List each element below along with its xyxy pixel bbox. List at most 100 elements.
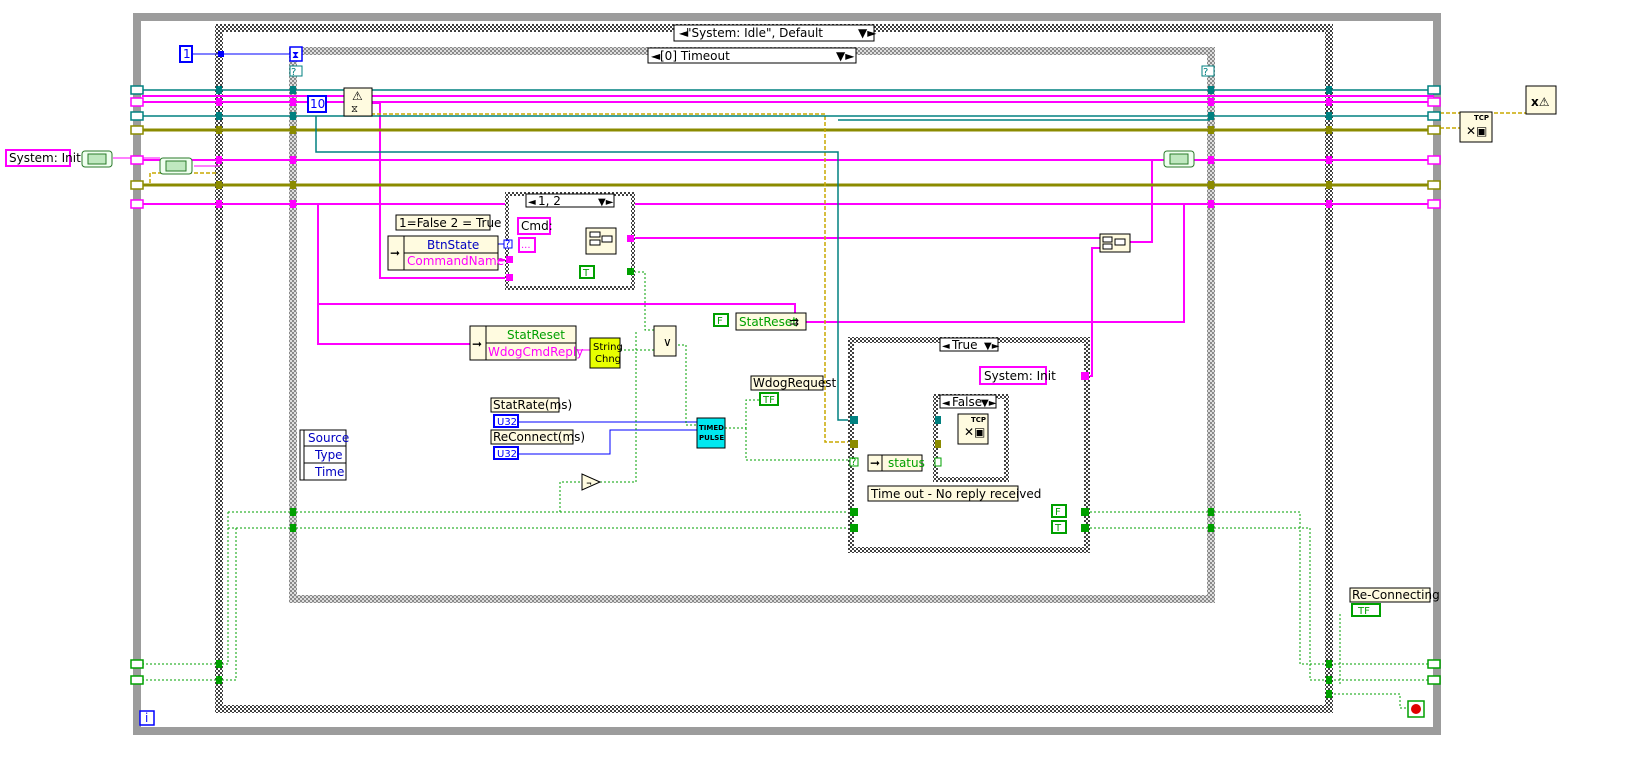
svg-text:T: T	[582, 268, 590, 279]
statreset-false-constant[interactable]: F	[713, 313, 729, 327]
svg-text:status: status	[888, 456, 925, 470]
svg-text:x⚠: x⚠	[1531, 95, 1550, 109]
svg-text:PULSE: PULSE	[699, 434, 724, 442]
build-array-icon-right[interactable]	[1163, 150, 1195, 168]
string-changed-node[interactable]: String Chng	[589, 337, 623, 369]
wait-error-node[interactable]: ⚠ ⧖	[343, 87, 373, 117]
system-init-constant-right[interactable]: System: Init	[979, 366, 1056, 385]
boolean-wires	[140, 271, 1434, 709]
concatenate-strings-icon-right[interactable]	[1099, 233, 1131, 253]
svg-text:BtnState: BtnState	[427, 238, 479, 252]
state-note-label: 1=False 2 = True	[395, 214, 501, 231]
array-subset-icon[interactable]	[159, 157, 193, 175]
svg-text:✕▣: ✕▣	[964, 425, 985, 439]
build-array-icon[interactable]	[81, 150, 113, 168]
not-gate-icon[interactable]: ¬	[581, 473, 602, 491]
reconnecting-indicator[interactable]: Re-Connecting TF	[1349, 587, 1440, 617]
event-data-node: Source Type Time	[299, 429, 349, 481]
svg-text:T: T	[1054, 523, 1062, 534]
event-case-selector-label: [0] Timeout	[660, 49, 730, 63]
hourglass-icon: ⧖	[351, 104, 358, 115]
timeout-constant[interactable]: 10	[307, 95, 327, 113]
system-init-constant-left[interactable]: System: Init	[5, 149, 81, 167]
svg-text:?: ?	[291, 67, 296, 78]
while-loop-frame[interactable]	[133, 13, 1441, 735]
svg-text:TIMED: TIMED	[699, 424, 724, 432]
outer-case-selector[interactable]: ◄ "System: Idle", Default ▼►	[673, 24, 877, 42]
svg-text:...: ...	[521, 240, 531, 251]
svg-text:▼►: ▼►	[858, 26, 877, 40]
ellipsis-constant[interactable]: ...	[518, 237, 536, 253]
svg-text:¬: ¬	[586, 480, 592, 488]
svg-text:StatRate(ms): StatRate(ms)	[493, 398, 572, 412]
svg-text:▼►: ▼►	[984, 341, 1000, 352]
loop-count-constant[interactable]: 1	[179, 45, 224, 63]
svg-text:◄: ◄	[528, 197, 536, 208]
case-tunnels	[216, 86, 1332, 698]
svg-text:Time: Time	[314, 465, 344, 479]
svg-text:Cmd:: Cmd:	[521, 219, 553, 233]
svg-text:Source: Source	[308, 431, 349, 445]
svg-text:WdogCmdReply: WdogCmdReply	[488, 345, 583, 359]
svg-text:◄: ◄	[942, 398, 950, 409]
svg-text:F: F	[717, 316, 723, 327]
svg-text:?: ?	[505, 239, 510, 250]
svg-text:TCP: TCP	[971, 416, 986, 424]
svg-text:TF: TF	[1357, 606, 1370, 617]
tcp-close-icon-inner[interactable]: TCP ✕▣	[957, 413, 989, 445]
timeout-hourglass-icon: ⧗	[289, 46, 303, 62]
reconnect-control[interactable]: ReConnect(ms) U32	[490, 429, 585, 460]
iteration-info-icon[interactable]: i	[139, 710, 155, 726]
svg-text:TF: TF	[762, 395, 775, 406]
svg-text:Chng: Chng	[595, 354, 621, 365]
svg-text:i: i	[145, 711, 148, 725]
svg-text:Type: Type	[314, 448, 343, 462]
svg-text:◄: ◄	[651, 49, 661, 63]
svg-text:▼►: ▼►	[598, 197, 614, 208]
svg-text:◄: ◄	[942, 341, 950, 352]
outer-case-frame[interactable]	[215, 24, 1333, 713]
unbundle-by-name-cmd[interactable]: ➞ BtnState CommandName	[387, 235, 504, 271]
case-true-constant[interactable]: T	[1051, 520, 1067, 534]
svg-text:TCP: TCP	[1474, 114, 1489, 122]
svg-text:1: 1	[183, 47, 191, 61]
unbundle-by-name-stat[interactable]: ➞ StatReset WdogCmdReply	[469, 325, 583, 361]
stop-terminal-icon[interactable]	[1407, 700, 1425, 718]
svg-text:◄: ◄	[679, 26, 689, 40]
svg-text:Time out - No reply received: Time out - No reply received	[870, 487, 1041, 501]
svg-text:WdogRequest: WdogRequest	[753, 376, 836, 390]
event-case-selector[interactable]: ◄ [0] Timeout ▼►	[647, 47, 857, 64]
svg-text:➞: ➞	[390, 246, 400, 260]
svg-text:StatReset: StatReset	[507, 328, 565, 342]
statreset-bundle-node[interactable]: StatReset ⇉	[735, 312, 807, 331]
svg-text:∨: ∨	[663, 335, 672, 349]
tcp-close-icon-outer[interactable]: TCP ✕▣	[1459, 111, 1493, 143]
stat-rate-control[interactable]: StatRate(ms) U32	[490, 397, 572, 428]
svg-text:U32: U32	[497, 417, 517, 428]
cmd-true-constant[interactable]: T	[579, 265, 595, 279]
wdog-request-indicator[interactable]: WdogRequest TF	[750, 375, 836, 406]
svg-text:✕▣: ✕▣	[1466, 124, 1487, 138]
cmd-prefix-constant[interactable]: Cmd:	[517, 217, 553, 235]
svg-text:U32: U32	[497, 449, 517, 460]
refnum-wires	[142, 89, 1434, 421]
svg-text:ReConnect(ms): ReConnect(ms)	[493, 430, 585, 444]
case-false-constant[interactable]: F	[1051, 504, 1067, 518]
svg-text:CommandName: CommandName	[407, 254, 504, 268]
string-wires	[142, 95, 1434, 377]
svg-text:▼►: ▼►	[981, 398, 997, 409]
svg-text:10: 10	[310, 97, 325, 111]
simple-error-handler-icon[interactable]: x⚠	[1525, 85, 1557, 115]
true-case-selector-label: True	[951, 338, 978, 352]
svg-text:System: Init: System: Init	[984, 369, 1056, 383]
svg-text:⇉: ⇉	[789, 315, 799, 329]
status-unbundle-node[interactable]: ➞ status	[867, 454, 925, 472]
cluster-wires	[142, 128, 1434, 187]
timed-pulse-subvi[interactable]: TIMED PULSE	[696, 417, 726, 449]
concatenate-strings-icon[interactable]	[585, 227, 617, 255]
svg-text:1=False 2 = True: 1=False 2 = True	[399, 216, 501, 230]
svg-text:⧗: ⧗	[292, 50, 299, 61]
or-function-icon[interactable]: ∨	[653, 325, 677, 357]
outer-case-selector-label: "System: Idle", Default	[686, 26, 823, 40]
